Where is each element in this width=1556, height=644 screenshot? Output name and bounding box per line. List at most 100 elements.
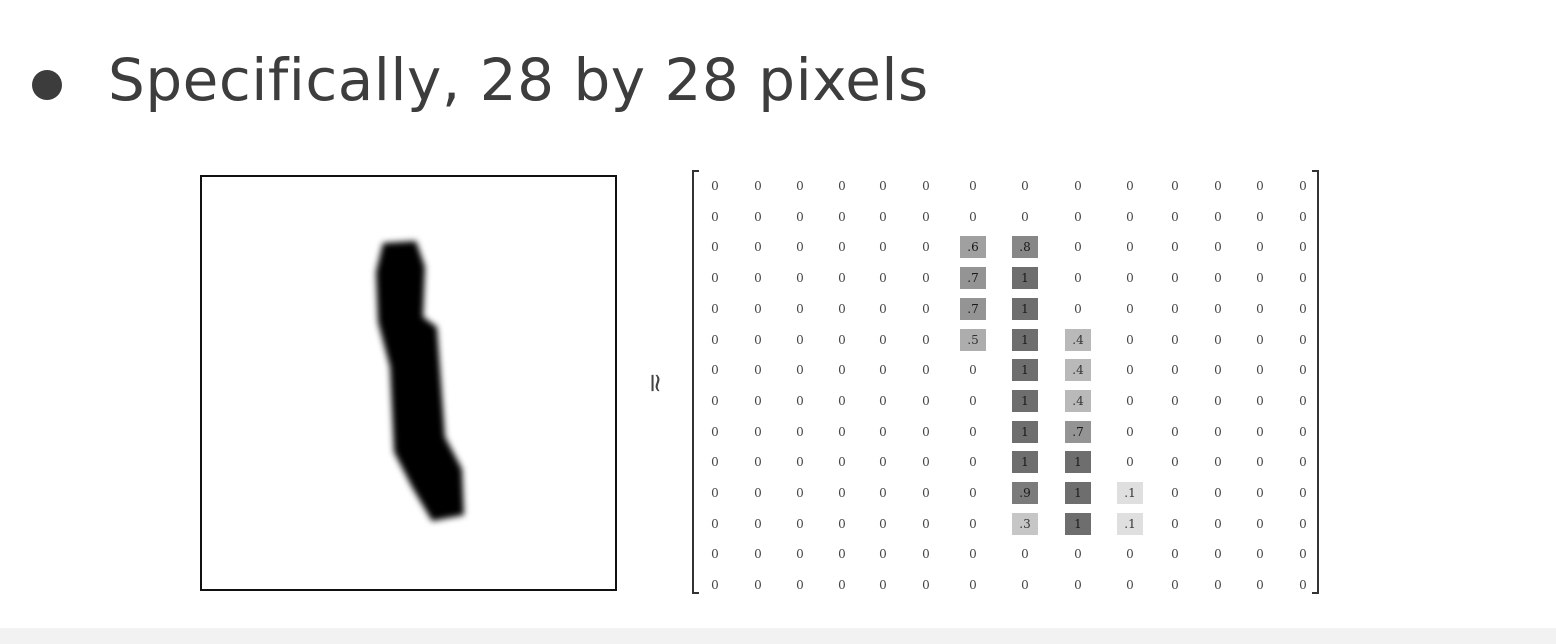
matrix-cell: 0 — [1299, 424, 1307, 439]
matrix-cell: 0 — [922, 547, 930, 562]
matrix-cell: 0 — [969, 547, 977, 562]
matrix-cell: 0 — [711, 424, 719, 439]
handwritten-digit-image — [200, 175, 617, 591]
matrix-cell: 0 — [969, 424, 977, 439]
matrix-cell: 0 — [1126, 271, 1134, 286]
matrix-cell: 0 — [1126, 424, 1134, 439]
matrix-cell: 0 — [1299, 455, 1307, 470]
matrix-cell: 0 — [1126, 455, 1134, 470]
matrix-cell: 0 — [1074, 209, 1082, 224]
matrix-cell: 0 — [1256, 516, 1264, 531]
matrix-cell: 0 — [838, 301, 846, 316]
matrix-cell: 0 — [1299, 393, 1307, 408]
matrix-cell: 0 — [922, 271, 930, 286]
matrix-cell: 0 — [1256, 486, 1264, 500]
matrix-cell: 0 — [754, 363, 762, 378]
matrix-cell: 0 — [796, 424, 804, 439]
matrix-cell: 0 — [1256, 424, 1264, 439]
matrix-cell: 0 — [1126, 578, 1134, 593]
matrix-cell: 0 — [1126, 363, 1134, 378]
matrix-cell: 0 — [1126, 547, 1134, 562]
matrix-cell: 0 — [711, 486, 719, 500]
matrix-cell: 0 — [922, 209, 930, 224]
matrix-cell: 0 — [922, 424, 930, 439]
matrix-cell: 0 — [1214, 271, 1222, 286]
matrix-cell: 0 — [969, 179, 977, 193]
matrix-cell: .4 — [1065, 328, 1091, 351]
matrix-cell: 0 — [1171, 301, 1179, 316]
matrix-cell: 0 — [1171, 209, 1179, 224]
matrix-cell: 0 — [711, 393, 719, 408]
matrix-cell: 0 — [1021, 578, 1029, 593]
matrix-cell: 0 — [1299, 240, 1307, 255]
matrix-cell: .3 — [1012, 512, 1038, 535]
matrix-cell: 0 — [1256, 179, 1264, 193]
matrix-cell: 0 — [838, 516, 846, 531]
matrix-cell: 0 — [969, 363, 977, 378]
matrix-cell: 0 — [1214, 547, 1222, 562]
matrix-cell: 0 — [1171, 332, 1179, 347]
matrix-cell: 0 — [1171, 455, 1179, 470]
matrix-cell: 0 — [1256, 332, 1264, 347]
matrix-cell: 1 — [1012, 297, 1038, 320]
matrix-cell: 0 — [754, 179, 762, 193]
matrix-cell: .6 — [960, 236, 986, 259]
matrix-cell: 0 — [1126, 332, 1134, 347]
matrix-cell: 0 — [796, 179, 804, 193]
matrix-cell: 0 — [1256, 209, 1264, 224]
matrix-cell: 0 — [1074, 547, 1082, 562]
matrix-cell: 0 — [922, 516, 930, 531]
matrix-cell: 0 — [1299, 578, 1307, 593]
matrix-cell: 0 — [922, 486, 930, 500]
matrix-cell: .4 — [1065, 389, 1091, 412]
matrix-cell: 0 — [879, 455, 887, 470]
matrix-cell: 0 — [969, 393, 977, 408]
matrix-cell: 0 — [1126, 301, 1134, 316]
matrix-cell: 0 — [969, 578, 977, 593]
matrix-cell: 0 — [922, 332, 930, 347]
matrix-cell: 0 — [711, 363, 719, 378]
matrix-cell: 0 — [1214, 179, 1222, 193]
matrix-cell: 0 — [838, 179, 846, 193]
matrix-cell: 0 — [969, 455, 977, 470]
matrix-cell: .1 — [1117, 512, 1143, 535]
matrix-cell: 0 — [754, 240, 762, 255]
matrix-cell: 0 — [1256, 455, 1264, 470]
matrix-cell: 0 — [711, 516, 719, 531]
matrix-cell: 0 — [711, 547, 719, 562]
matrix-cell: 0 — [1214, 578, 1222, 593]
matrix-cell: 0 — [796, 393, 804, 408]
matrix-cell: 0 — [754, 547, 762, 562]
matrix-cell: 0 — [711, 179, 719, 193]
matrix-cell: 0 — [969, 209, 977, 224]
matrix-cell: 0 — [1299, 363, 1307, 378]
matrix-cell: 0 — [1074, 271, 1082, 286]
matrix-cell: 0 — [1214, 424, 1222, 439]
matrix-cell: 0 — [1171, 393, 1179, 408]
matrix-cell: 0 — [922, 363, 930, 378]
matrix-cell: 0 — [1126, 393, 1134, 408]
matrix-cell: 0 — [796, 547, 804, 562]
matrix-cell: 1 — [1012, 267, 1038, 290]
matrix-cell: 0 — [838, 393, 846, 408]
matrix-cell: 0 — [711, 332, 719, 347]
matrix-cell: .4 — [1065, 359, 1091, 382]
matrix-cell: 0 — [879, 179, 887, 193]
matrix-bracket-left — [692, 170, 699, 594]
matrix-cell: 0 — [922, 240, 930, 255]
matrix-cell: 0 — [711, 301, 719, 316]
matrix-cell: 0 — [922, 179, 930, 193]
matrix-cell: 0 — [838, 240, 846, 255]
matrix-cell: 1 — [1012, 451, 1038, 474]
matrix-cell: 0 — [796, 240, 804, 255]
matrix-cell: 0 — [1214, 486, 1222, 500]
matrix-cell: 0 — [1214, 332, 1222, 347]
matrix-cell: 0 — [796, 301, 804, 316]
matrix-cell: 0 — [879, 209, 887, 224]
matrix-cell: 0 — [711, 240, 719, 255]
matrix-cell: 0 — [1214, 393, 1222, 408]
matrix-cell: 0 — [754, 301, 762, 316]
matrix-cell: 0 — [796, 332, 804, 347]
matrix-cell: 0 — [1256, 393, 1264, 408]
